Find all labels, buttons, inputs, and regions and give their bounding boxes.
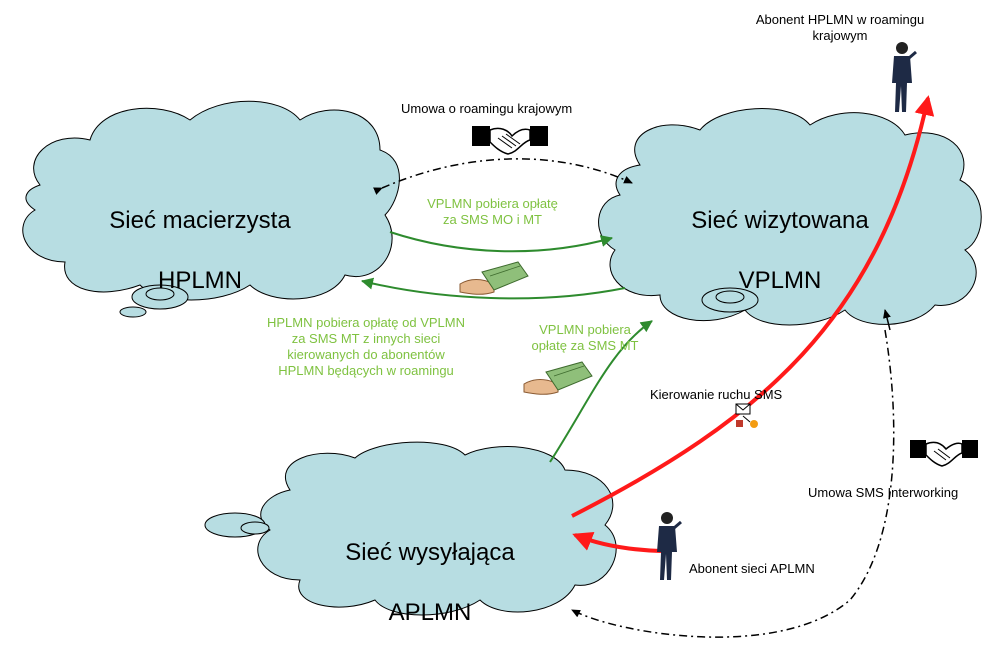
green-arrow-vplmn-to-hplmn [361, 277, 626, 300]
cloud-title-aplmn: Sieć wysyłająca APLMN [320, 508, 540, 658]
cloud-title-vplmn: Sieć wizytowana VPLMN [670, 176, 890, 326]
money-hand-icon [459, 261, 529, 295]
label-sms-routing: Kierowanie ruchu SMS [650, 387, 783, 402]
label-sms-interworking: Umowa SMS Interworking [808, 485, 959, 500]
cloud-hplmn [22, 100, 400, 318]
cloud-title-hplmn-line2: HPLMN [157, 267, 242, 294]
green-arrow-aplmn-to-vplmn [549, 320, 653, 463]
cloud-aplmn [204, 441, 617, 616]
sms-routing-icon [735, 403, 758, 428]
handshake-icon [472, 126, 548, 155]
label-hplmn-charges-vplmn: HPLMN pobiera opłatę od VPLMN za SMS MT … [267, 315, 465, 378]
cloud-title-vplmn-line2: VPLMN [738, 267, 822, 294]
cloud-title-hplmn-line1: Sieć macierzysta [109, 207, 291, 234]
sms-interworking-arrow [571, 329, 895, 638]
cloud-vplmn [598, 108, 982, 326]
label-roaming-subscriber: Abonent HPLMN w roamingu krajowym [755, 12, 925, 43]
person-phone-icon [892, 42, 917, 112]
handshake-icon [910, 440, 978, 467]
cloud-title-hplmn: Sieć macierzysta HPLMN [90, 176, 310, 326]
red-sms-route-arrow [571, 95, 935, 518]
cloud-title-vplmn-line1: Sieć wizytowana [691, 207, 869, 234]
money-hand-icon [523, 361, 593, 395]
label-vplmn-charges-mo-mt: VPLMN pobiera opłatę za SMS MO i MT [427, 196, 558, 227]
label-roaming-agreement: Umowa o roamingu krajowym [401, 101, 573, 116]
cloud-title-aplmn-line2: APLMN [388, 599, 472, 626]
cloud-title-aplmn-line1: Sieć wysyłająca [345, 539, 515, 566]
red-subscriber-arrow [572, 532, 662, 553]
roaming-agreement-arrow [373, 158, 633, 195]
label-vplmn-charges-mt: VPLMN pobiera opłatę za SMS MT [531, 322, 639, 353]
green-arrow-hplmn-to-vplmn [389, 231, 613, 253]
sms-interworking-arrowhead-top [883, 309, 891, 331]
label-aplmn-subscriber: Abonent sieci APLMN [689, 561, 815, 576]
person-phone-icon [657, 512, 682, 580]
